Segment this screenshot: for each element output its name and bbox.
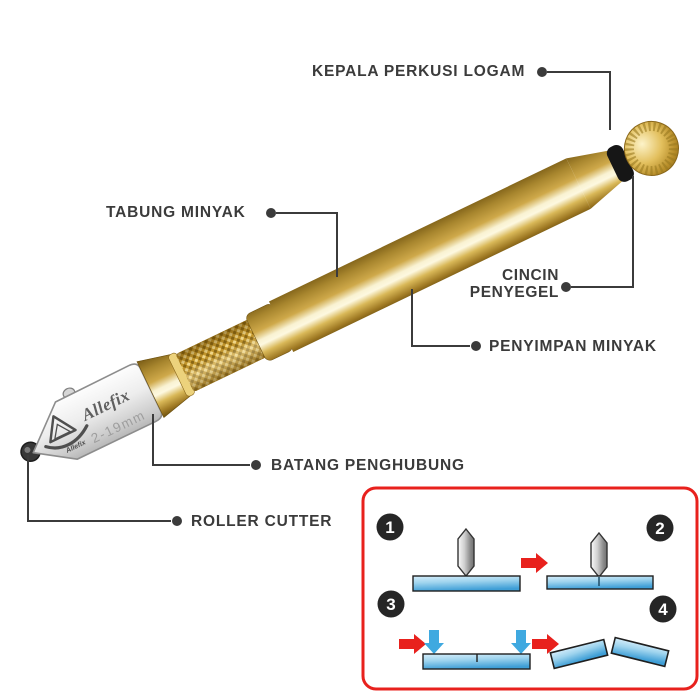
percussion-knob-knurling — [624, 121, 678, 175]
glass-piece-left-step4 — [549, 638, 609, 670]
label-penyimpan-minyak: PENYIMPAN MINYAK — [489, 338, 657, 355]
barrel-taper — [566, 150, 622, 209]
blue-down-arrow-left — [424, 630, 444, 654]
step-1-number: 1 — [385, 518, 394, 537]
step-3-badge — [377, 590, 405, 618]
leader-line-kepala — [547, 71, 611, 130]
red-arrow-step4 — [532, 634, 559, 654]
sealing-o-ring — [606, 144, 634, 182]
leader-dot-tabung — [266, 208, 276, 218]
label-cincin-penyegel: CINCIN PENYEGEL — [469, 267, 559, 301]
glass-strip-step2 — [546, 575, 654, 590]
inset-border — [361, 486, 699, 691]
label-kepala-perkusi-logam: KEPALA PERKUSI LOGAM — [312, 63, 526, 80]
leader-lines — [27, 71, 634, 522]
brand-logo-icon — [44, 415, 89, 450]
knurled-grip-shading — [176, 320, 266, 392]
step-1-badge — [376, 513, 404, 541]
step-numbers: 1 2 3 4 — [385, 518, 668, 619]
roller-wheel-highlight — [24, 446, 31, 453]
blue-down-arrow-right — [511, 630, 531, 654]
step-4-badge — [649, 595, 677, 623]
leader-line-cincin — [571, 176, 634, 288]
leader-dot-cincin — [561, 282, 571, 292]
leader-dot-kepala — [537, 67, 547, 77]
red-arrow-step1to2 — [521, 553, 548, 573]
leader-line-batang — [152, 414, 250, 466]
red-arrow-step3 — [399, 634, 426, 654]
oil-tube-barrel — [268, 158, 591, 352]
label-batang-penghubung: BATANG PENGHUBUNG — [271, 457, 465, 474]
leader-line-tabung — [276, 212, 338, 277]
cutter-tip-step2 — [590, 531, 608, 579]
step-2-badge — [646, 514, 674, 542]
step-2-number: 2 — [655, 519, 664, 538]
label-tabung-minyak: TABUNG MINYAK — [106, 204, 246, 221]
glass-cutter-illustration: Allefix Allefix 2-19mm — [20, 120, 679, 462]
step-4-number: 4 — [658, 600, 668, 619]
glass-piece-right-step4 — [610, 636, 670, 668]
step-3-number: 3 — [386, 595, 395, 614]
glass-strip-step1 — [412, 575, 521, 592]
cutter-tip-step1 — [457, 527, 475, 578]
leader-dot-roller — [172, 516, 182, 526]
leader-dot-penyimpan — [471, 341, 481, 351]
label-roller-cutter: ROLLER CUTTER — [191, 513, 333, 530]
leader-dots — [172, 67, 571, 526]
leader-line-penyimpan — [411, 289, 470, 347]
instruction-inset: 1 2 3 4 — [361, 486, 699, 691]
leader-line-roller — [27, 455, 171, 522]
leader-dot-batang — [251, 460, 261, 470]
